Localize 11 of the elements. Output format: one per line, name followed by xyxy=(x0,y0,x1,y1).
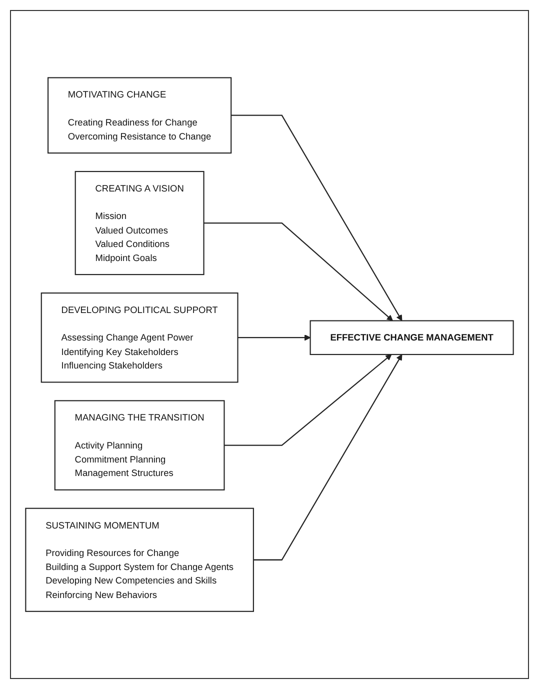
node-box: EFFECTIVE CHANGE MANAGEMENT xyxy=(310,320,514,355)
arrow xyxy=(238,334,311,341)
node-box: DEVELOPING POLITICAL SUPPORT Assessing Change Agent Power Identifying Key Stakeholders Influencing Stakeholders xyxy=(40,292,238,383)
arrow xyxy=(253,354,402,560)
arrow xyxy=(224,354,392,446)
arrow xyxy=(204,222,393,321)
node-box: MANAGING THE TRANSITION Activity Planning Commitment Planning Management Structures xyxy=(54,400,225,490)
arrow xyxy=(231,114,402,321)
node-box: CREATING A VISION Mission Valued Outcomes Valued Conditions Midpoint Goals xyxy=(74,170,204,276)
node-box: MOTIVATING CHANGE Creating Readiness for Change Overcoming Resistance to Change xyxy=(48,77,232,154)
node-box: SUSTAINING MOMENTUM Providing Resources for Change Building a Support System for Change Agents Developing New Competencies and Skills Reinforcing New Behaviors xyxy=(25,508,254,612)
